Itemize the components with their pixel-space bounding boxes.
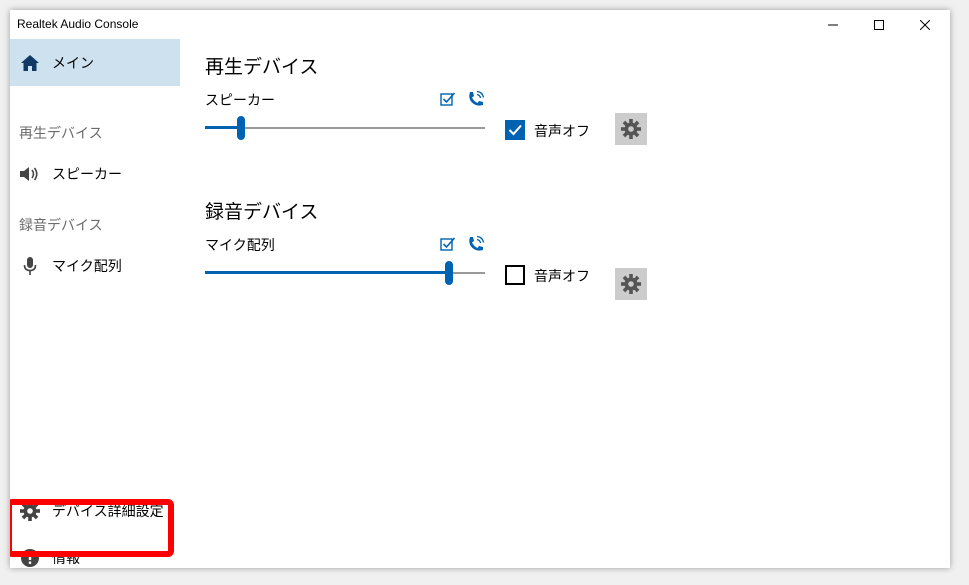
slider-track <box>205 127 485 129</box>
sidebar-item-speaker-label: スピーカー <box>52 166 122 183</box>
section-label-recording: 録音デバイス <box>19 218 103 234</box>
playback-volume-slider[interactable] <box>205 116 485 140</box>
sidebar-item-main[interactable]: メイン <box>10 39 180 86</box>
maximize-button[interactable] <box>856 10 902 39</box>
recording-settings-button[interactable] <box>615 268 647 300</box>
sidebar-item-main-label: メイン <box>52 55 94 72</box>
checkmark-icon <box>508 124 522 136</box>
settings-gear-icon <box>621 274 641 294</box>
recording-mute-label: 音声オフ <box>534 269 590 285</box>
section-label-playback: 再生デバイス <box>19 126 103 142</box>
recording-section-title: 録音デバイス <box>205 201 319 223</box>
window-title: Realtek Audio Console <box>17 17 139 31</box>
minimize-icon <box>828 24 838 25</box>
recording-volume-slider[interactable] <box>205 261 485 285</box>
sidebar-item-advanced-settings[interactable]: デバイス詳細設定 <box>10 487 180 534</box>
playback-section-title: 再生デバイス <box>205 56 319 78</box>
app-window: Realtek Audio Console メイン 再生デバイス <box>10 10 950 568</box>
highlight-box <box>10 499 174 557</box>
microphone-icon <box>20 256 40 276</box>
playback-mute-checkbox[interactable] <box>505 120 525 140</box>
default-device-check-icon[interactable] <box>439 90 457 108</box>
recording-mute-checkbox[interactable] <box>505 265 525 285</box>
sidebar-item-microphone[interactable]: マイク配列 <box>10 242 180 289</box>
close-button[interactable] <box>902 10 948 39</box>
slider-thumb[interactable] <box>444 261 453 285</box>
gear-icon <box>20 500 40 521</box>
settings-gear-icon <box>621 119 641 139</box>
default-device-check-icon[interactable] <box>439 235 457 253</box>
minimize-button[interactable] <box>810 10 856 39</box>
playback-mute-label: 音声オフ <box>534 124 590 140</box>
sidebar-item-advanced-settings-label: デバイス詳細設定 <box>52 503 164 520</box>
communication-phone-icon[interactable] <box>467 235 485 253</box>
maximize-icon <box>874 19 884 30</box>
speaker-icon <box>20 164 40 184</box>
slider-fill <box>205 126 242 129</box>
slider-fill <box>205 271 449 274</box>
playback-settings-button[interactable] <box>615 113 647 145</box>
sidebar-item-speaker[interactable]: スピーカー <box>10 150 180 197</box>
title-bar: Realtek Audio Console <box>10 10 950 39</box>
main-content: 再生デバイス スピーカー 音声オフ <box>205 39 950 568</box>
playback-device-name: スピーカー <box>205 93 275 109</box>
recording-device-name: マイク配列 <box>205 238 275 254</box>
sidebar-item-microphone-label: マイク配列 <box>52 258 122 275</box>
home-icon <box>20 53 40 73</box>
communication-phone-icon[interactable] <box>467 90 485 108</box>
sidebar: メイン 再生デバイス スピーカー 録音デバイス マイ <box>10 39 180 568</box>
close-icon <box>920 19 930 30</box>
slider-thumb[interactable] <box>237 116 246 140</box>
